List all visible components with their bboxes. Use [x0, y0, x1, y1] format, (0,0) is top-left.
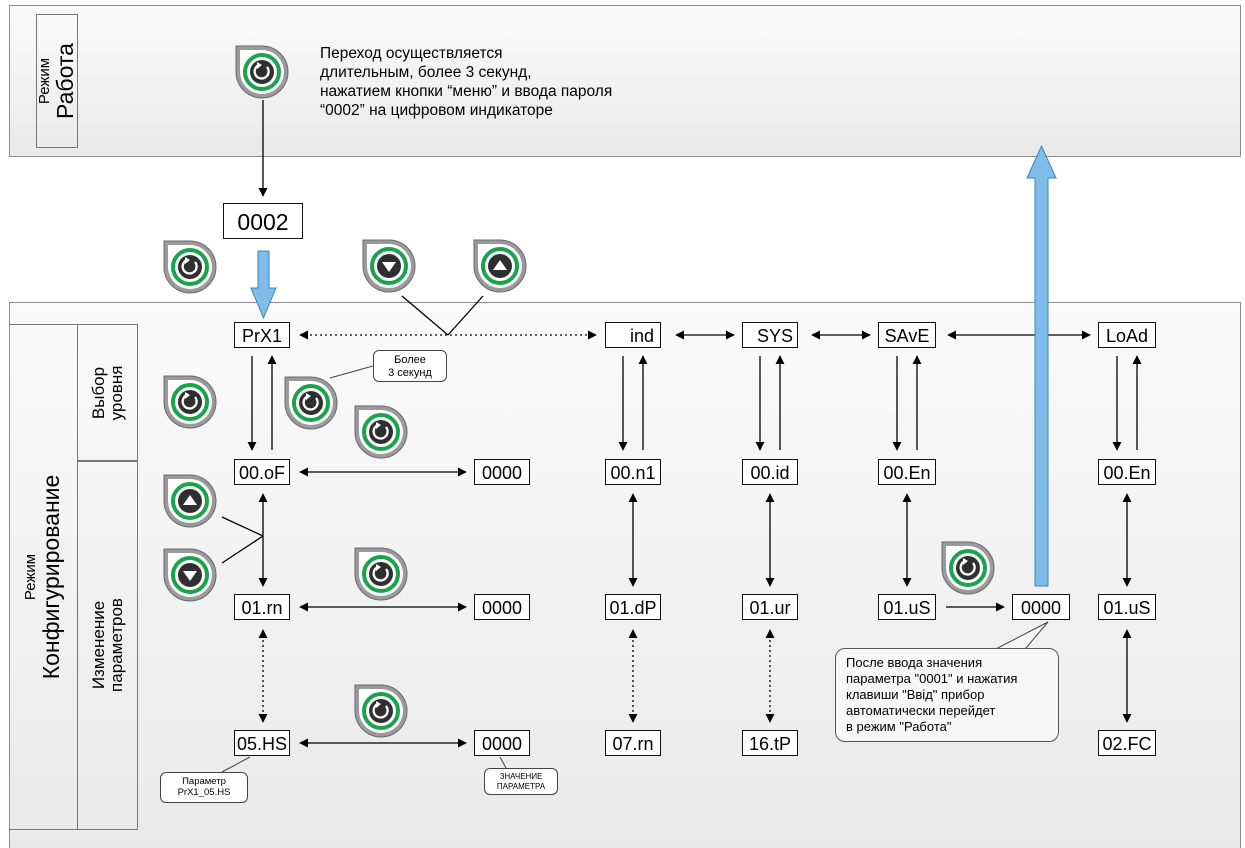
value-display-1[interactable]: 0000 [474, 459, 530, 485]
up-button-icon [163, 474, 217, 528]
work-mode-label: Режим Работа [36, 14, 78, 148]
note-line-1: Переход осуществляется [320, 45, 503, 62]
level-load[interactable]: LoAd [1098, 322, 1156, 348]
note-line-3: нажатием кнопки “меню” и ввода пароля [320, 83, 613, 100]
enter-button-icon [163, 375, 217, 429]
more3-leader [329, 365, 374, 379]
return-to-work-blue-arrow [1026, 144, 1057, 587]
param-16-tp[interactable]: 16.tP [742, 730, 798, 756]
param-00-en-save[interactable]: 00.En [878, 459, 936, 485]
param-01-ur[interactable]: 01.ur [742, 594, 798, 620]
level-sys[interactable]: SYS [742, 322, 798, 348]
enter-button-icon [284, 376, 338, 430]
into-config-blue-arrow [250, 250, 277, 320]
more-than-3s-callout: Более 3 секунд [373, 350, 447, 382]
param-change-label: Изменение параметров [77, 460, 138, 830]
note-line-4: “0002” на цифровом индикаторе [320, 102, 553, 119]
note-line-2: длительным, более 3 секунд, [320, 64, 532, 81]
param-01-us-load[interactable]: 01.uS [1098, 594, 1156, 620]
enter-button-icon [354, 547, 408, 601]
param-callout-leader [221, 756, 251, 773]
level-prx1[interactable]: PrX1 [234, 322, 290, 348]
param-callout-line1: Параметр [182, 776, 226, 787]
param-00-id[interactable]: 00.id [742, 459, 798, 485]
value-display-3[interactable]: 0000 [1012, 594, 1070, 620]
level-save[interactable]: SAvE [878, 322, 936, 348]
bubble-line-5: в режим "Работа" [846, 719, 952, 734]
param-callout-line2: PrX1_05.HS [177, 787, 231, 798]
up-button-pointer [447, 295, 484, 336]
value-display-2[interactable]: 0000 [474, 594, 530, 620]
param-00-n1[interactable]: 00.n1 [605, 459, 661, 485]
enter-button-icon [235, 45, 289, 99]
param-00-of[interactable]: 00.oF [234, 459, 290, 485]
param-02-fc[interactable]: 02.FC [1098, 730, 1156, 756]
value-callout: ЗНАЧЕНИЕ ПАРАМЕТРА [484, 768, 558, 795]
bubble-line-3: клавиши "Ввід" прибор [846, 687, 985, 702]
level-select-label: Выбор уровня [77, 324, 138, 462]
parameter-callout: Параметр PrX1_05.HS [160, 772, 248, 803]
value-callout-line1: ЗНАЧЕНИЕ [499, 772, 543, 781]
value-callout-line2: ПАРАМЕТРА [496, 781, 546, 791]
down-button-icon [163, 548, 217, 602]
up-pointer-line [221, 516, 264, 537]
param-01-us-save[interactable]: 01.uS [878, 594, 936, 620]
enter-button-icon [354, 684, 408, 738]
bubble-leader [989, 621, 1049, 656]
more3-line2: 3 секунд [388, 367, 432, 379]
param-07-rn[interactable]: 07.rn [605, 730, 661, 756]
return-note-bubble: После ввода значения параметра "0001" и … [835, 648, 1059, 742]
value-callout-leader [499, 756, 507, 769]
enter-button-icon [354, 405, 408, 459]
down-button-icon [362, 239, 416, 293]
level-ind[interactable]: ind [605, 322, 661, 348]
param-01-rn[interactable]: 01.rn [234, 594, 290, 620]
bubble-line-1: После ввода значения [846, 655, 983, 670]
transition-note: Переход осуществляется длительным, более… [320, 44, 612, 120]
down-button-pointer [401, 295, 449, 336]
more3-line1: Более [394, 354, 426, 366]
password-display: 0002 [223, 203, 303, 239]
param-01-dp[interactable]: 01.dP [605, 594, 661, 620]
param-00-en-load[interactable]: 00.En [1098, 459, 1156, 485]
value-display-4[interactable]: 0000 [474, 730, 530, 756]
up-button-icon [473, 239, 527, 293]
param-05-hs[interactable]: 05.HS [234, 730, 290, 756]
down-pointer-line [221, 535, 264, 564]
enter-button-icon [941, 541, 995, 595]
bubble-line-2: параметра "0001" и нажатия [846, 671, 1018, 686]
work-mode-band [9, 5, 1241, 157]
enter-button-icon [163, 240, 217, 294]
bubble-line-4: автоматически перейдет [846, 703, 996, 718]
